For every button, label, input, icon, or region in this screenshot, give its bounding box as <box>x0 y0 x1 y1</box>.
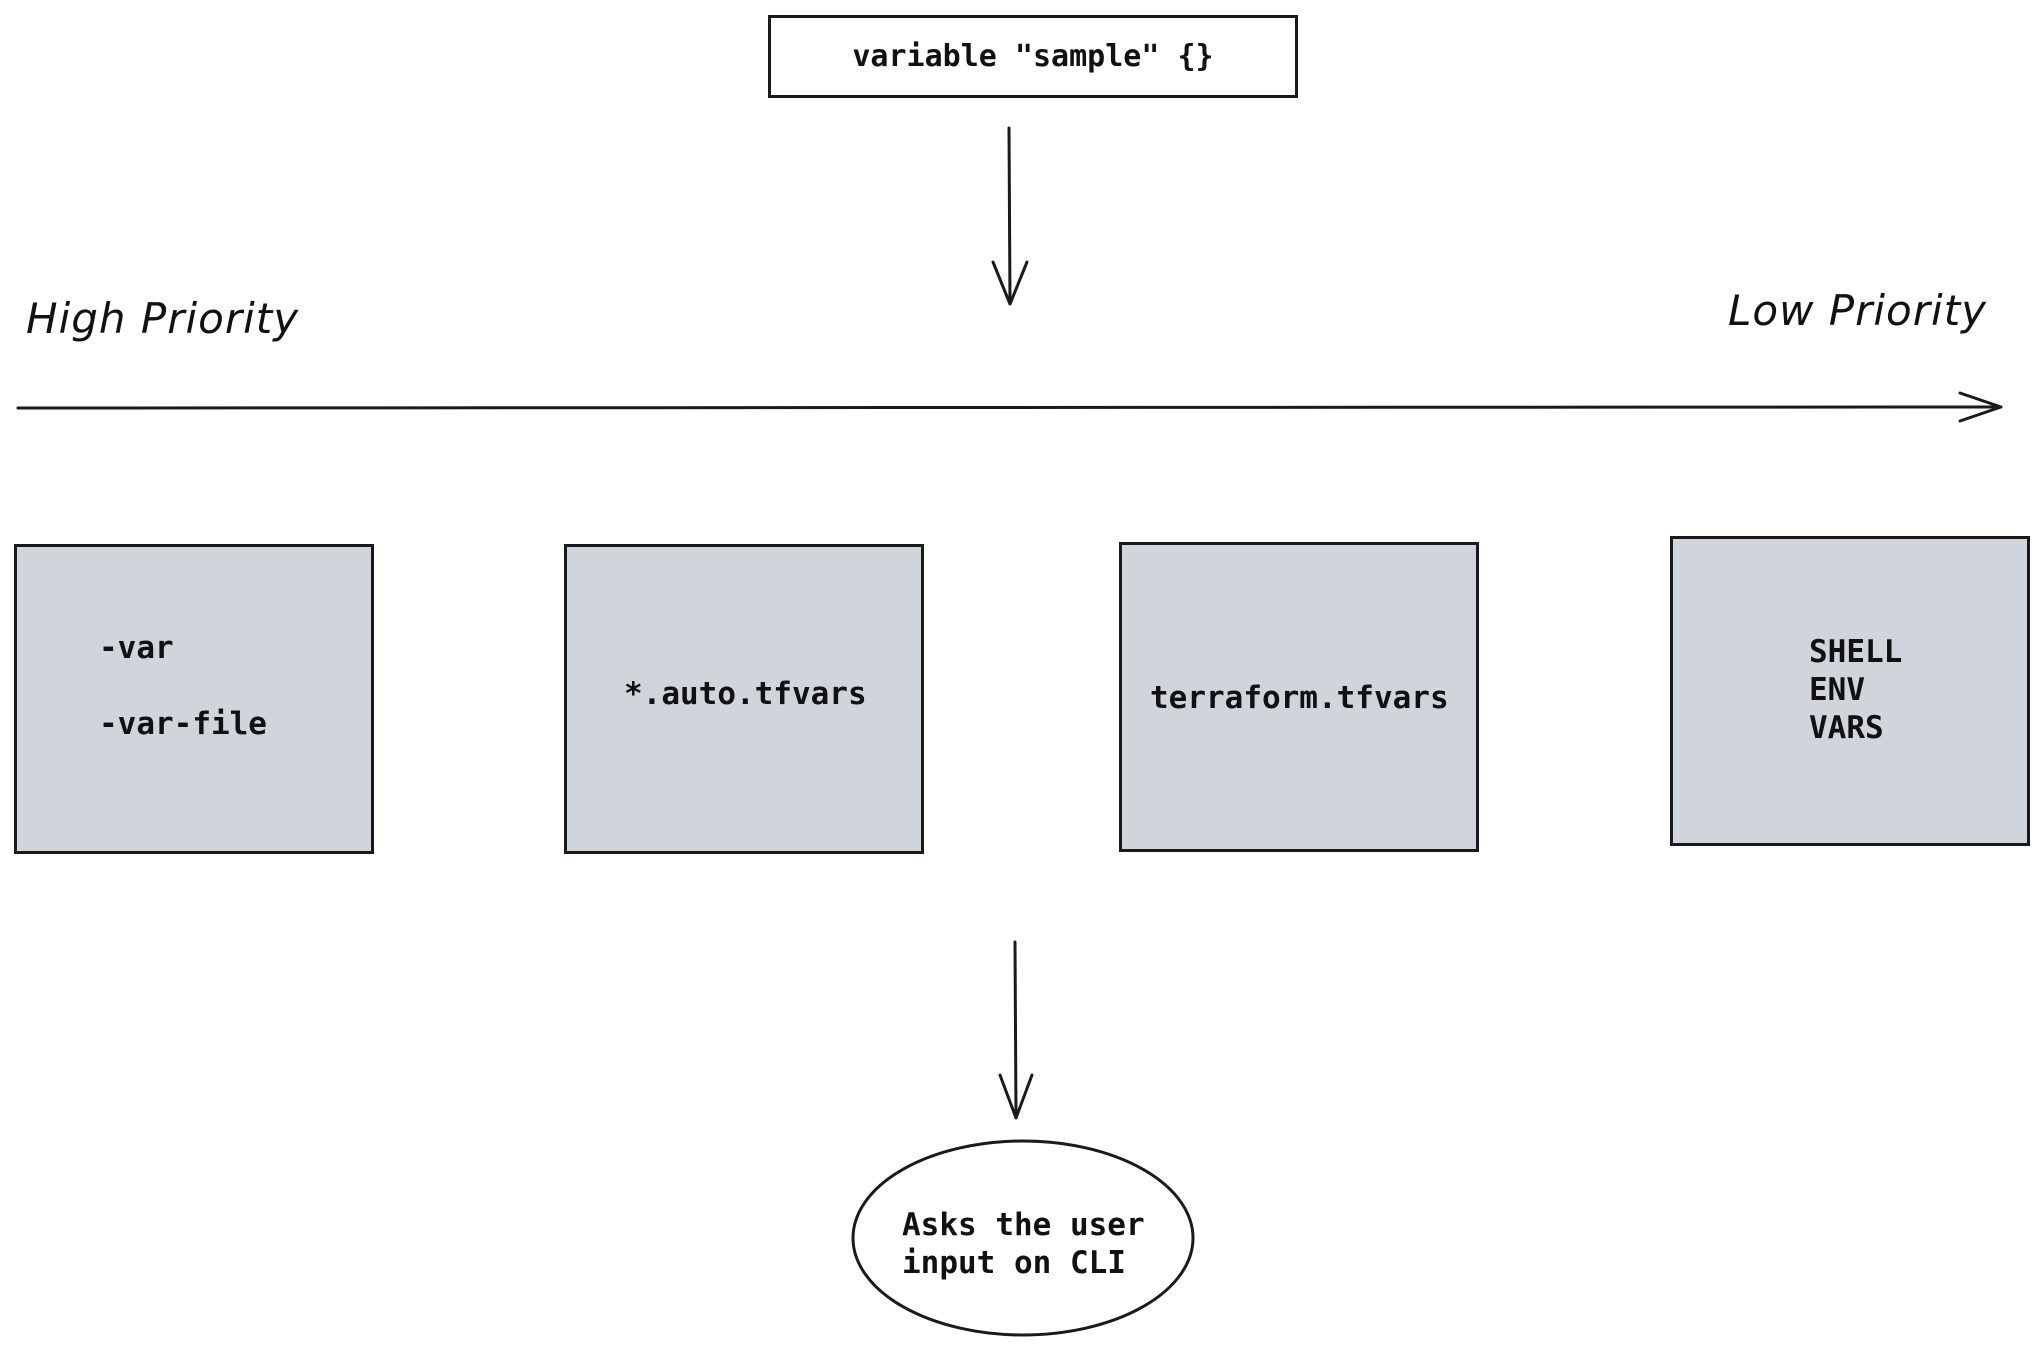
source-line: SHELL <box>1809 634 1903 670</box>
high-priority-label: High Priority <box>26 294 300 343</box>
source-line: ENV <box>1809 672 1865 708</box>
down-arrow-shaft-bottom <box>1013 940 1018 1119</box>
source-line: VARS <box>1809 710 1884 746</box>
low-priority-label: Low Priority <box>1728 286 1988 335</box>
variable-block-box: variable "sample" {} <box>768 15 1298 98</box>
cli-prompt-line: Asks the user <box>902 1207 1145 1243</box>
source-box-auto-tfvars: *.auto.tfvars <box>564 544 924 854</box>
variable-block-label: variable "sample" {} <box>852 39 1214 74</box>
cli-prompt-line: input on CLI <box>902 1245 1126 1281</box>
source-box-terraform-tfvars: terraform.tfvars <box>1119 542 1479 852</box>
source-box-shell-env-vars: SHELL ENV VARS <box>1670 536 2030 846</box>
cli-prompt-ellipse <box>851 1139 1195 1337</box>
down-arrow-shaft-top <box>1007 126 1012 305</box>
source-line: terraform.tfvars <box>1150 680 1449 716</box>
source-line: -var-file <box>99 706 267 742</box>
down-arrow-head-bottom <box>998 1073 1034 1120</box>
priority-axis-line <box>16 405 2002 410</box>
cli-prompt-text: Asks the user input on CLI <box>902 1206 1145 1282</box>
source-line: *.auto.tfvars <box>624 676 867 712</box>
source-box-var-flags: -var -var-file <box>14 544 374 854</box>
down-arrow-head-top <box>991 260 1029 306</box>
priority-axis-head <box>1958 391 2003 423</box>
source-line: -var <box>99 630 174 666</box>
